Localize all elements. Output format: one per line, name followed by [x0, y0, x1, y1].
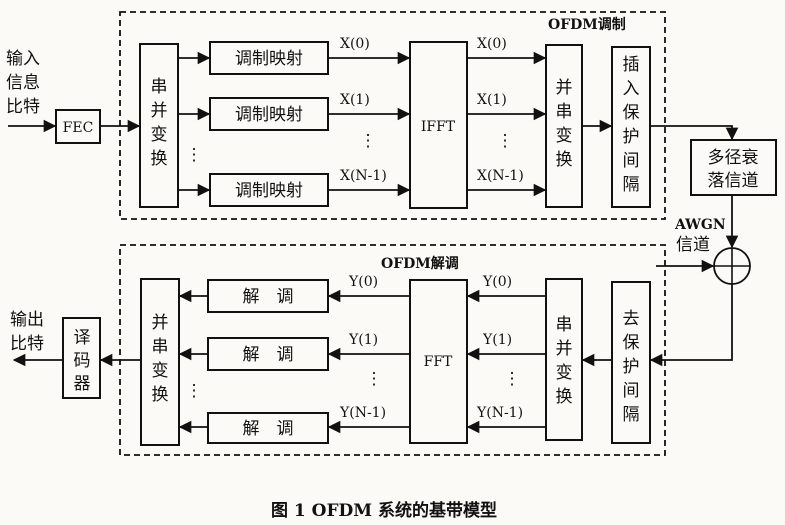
fft-block [409, 279, 468, 444]
y-signal-label: Y(1) [482, 332, 512, 348]
fec-label: FEC [63, 120, 94, 136]
ellipsis: ⋮ [497, 131, 514, 151]
y-signal-label: Y(0) [348, 274, 378, 290]
mod-sp-char: 并 [151, 101, 168, 121]
insert-guard-char: 护 [623, 127, 640, 147]
channel-label-line1: 多径衰 [708, 148, 759, 168]
x-signal-label: X(N-1) [340, 168, 387, 184]
demod-sp-char: 串 [556, 315, 573, 335]
ifft-block [409, 41, 468, 209]
decoder-char: 译 [74, 328, 91, 348]
y-signal-label: Y(1) [348, 332, 378, 348]
insert-guard-char: 保 [623, 103, 640, 123]
mod-sp-char: 变 [151, 125, 168, 145]
ellipsis: ⋮ [186, 381, 203, 401]
insert-guard-char: 插 [623, 55, 640, 75]
insert-guard-char: 隔 [623, 175, 640, 195]
insert-guard-char: 间 [623, 151, 640, 171]
demod-label: 解 调 [243, 419, 294, 439]
channel-label-line2: 落信道 [708, 171, 759, 191]
fft-label: FFT [424, 354, 453, 370]
ellipsis: ⋮ [360, 131, 377, 151]
demod-ps-char: 变 [152, 361, 169, 381]
mapper-label: 调制映射 [235, 49, 303, 69]
mapper-label: 调制映射 [235, 181, 303, 201]
demod-ps-char: 并 [152, 313, 169, 333]
remove-guard-char: 护 [623, 357, 640, 377]
input-label-line3: 比特 [6, 97, 40, 117]
y-signal-label: Y(N-1) [476, 405, 523, 421]
demod-section-title: OFDM解调 [381, 255, 459, 272]
demod-label: 解 调 [243, 345, 294, 365]
ellipsis: ⋮ [504, 369, 521, 389]
remove-guard-char: 保 [623, 333, 640, 353]
x-signal-label: X(0) [340, 36, 370, 52]
x-signal-label: X(0) [477, 36, 507, 52]
y-signal-label: Y(N-1) [339, 405, 386, 421]
mapper-label: 调制映射 [235, 105, 303, 125]
mod-section-title: OFDM调制 [548, 16, 626, 33]
ofdm-demodulation-section [119, 244, 666, 456]
demod-sp-char: 变 [556, 363, 573, 383]
mod-ps-char: 并 [556, 78, 573, 98]
output-label-line2: 比特 [10, 334, 44, 354]
mod-sp-char: 串 [151, 77, 168, 97]
mod-ps-char: 换 [556, 150, 573, 170]
insert-guard-char: 入 [623, 79, 640, 99]
ellipsis: ⋮ [186, 145, 203, 165]
demod-ps-char: 换 [152, 385, 169, 405]
remove-guard-char: 去 [623, 309, 640, 329]
ellipsis: ⋮ [366, 369, 383, 389]
input-label-line2: 信息 [6, 73, 40, 93]
demod-sp-char: 换 [556, 387, 573, 407]
x-signal-label: X(N-1) [477, 168, 524, 184]
remove-guard-char: 间 [623, 381, 640, 401]
remove-guard-char: 隔 [623, 405, 640, 425]
mod-sp-char: 换 [151, 149, 168, 169]
decoder-char: 器 [74, 374, 91, 394]
demod-ps-char: 串 [152, 337, 169, 357]
output-label-line1: 输出 [10, 310, 44, 330]
decoder-char: 码 [74, 351, 91, 371]
demod-serial-parallel-block [545, 278, 583, 441]
mod-ps-char: 串 [556, 102, 573, 122]
demod-sp-char: 并 [556, 339, 573, 359]
demod-label: 解 调 [243, 287, 294, 307]
x-signal-label: X(1) [340, 92, 370, 108]
y-signal-label: Y(0) [482, 274, 512, 290]
mod-ps-char: 变 [556, 126, 573, 146]
ifft-label: IFFT [421, 119, 456, 135]
demod-parallel-serial-block [140, 278, 180, 446]
awgn-channel-label: 信道 [676, 235, 710, 255]
input-label-line1: 输入 [6, 49, 40, 69]
awgn-label: AWGN [674, 217, 726, 233]
x-signal-label: X(1) [477, 92, 507, 108]
ofdm-modulation-section [119, 11, 666, 220]
figure-caption: 图 1 OFDM 系统的基带模型 [271, 500, 497, 521]
